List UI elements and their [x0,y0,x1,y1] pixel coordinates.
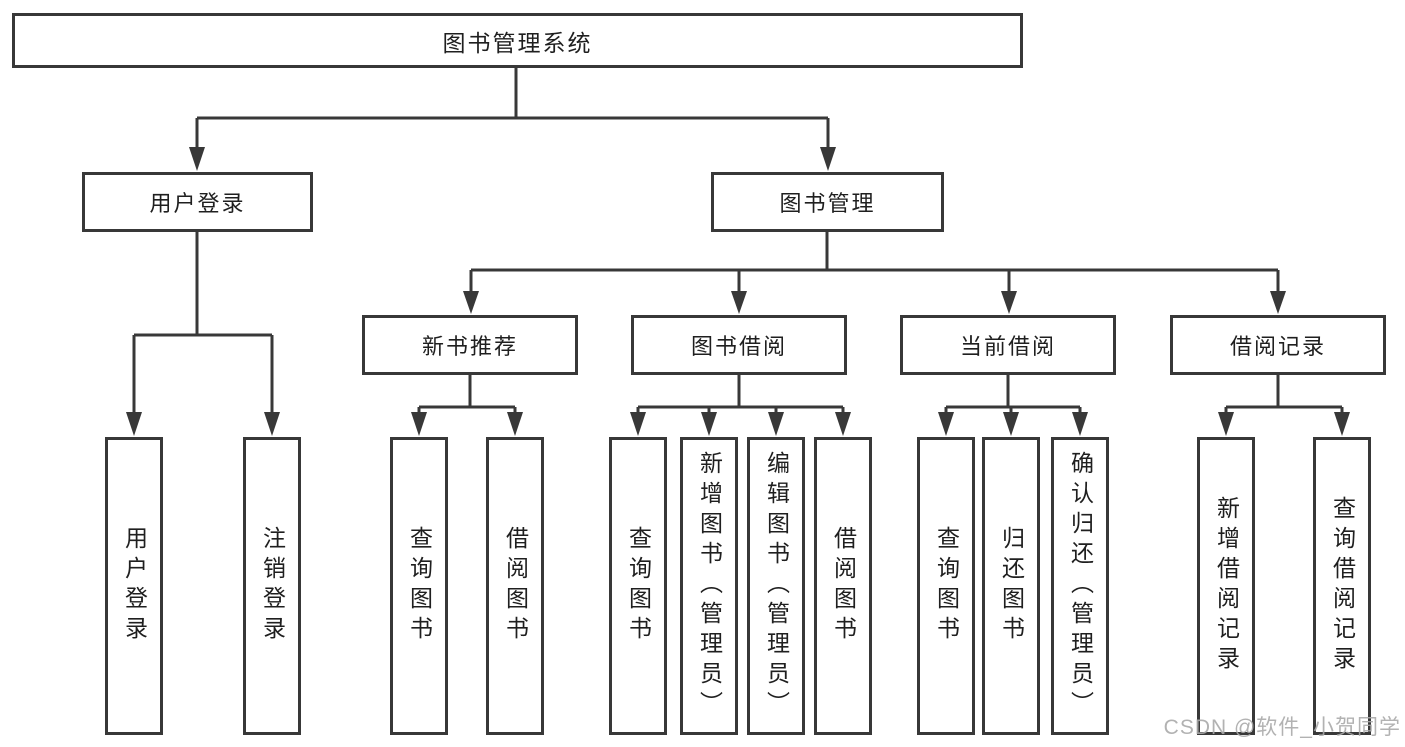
leaf-add-borrow-record: 新增借阅记录 [1197,437,1255,735]
leaf-query-books-recommend-label: 查询图书 [406,526,433,646]
leaf-query-books-borrowing-label: 查询图书 [625,526,652,646]
leaf-add-borrow-record-label: 新增借阅记录 [1213,496,1240,676]
node-current-borrowing: 当前借阅 [900,315,1116,375]
leaf-borrow-books-recommend: 借阅图书 [486,437,544,735]
leaf-return-books-label: 归还图书 [998,526,1025,646]
leaf-borrow-books-borrowing-label: 借阅图书 [830,526,857,646]
leaf-query-books-recommend: 查询图书 [390,437,448,735]
leaf-edit-book-admin-label: 编辑图书（管理员） [763,451,790,721]
node-root: 图书管理系统 [12,13,1023,68]
node-book-borrowing: 图书借阅 [631,315,847,375]
leaf-user-login: 用户登录 [105,437,163,735]
leaf-query-borrow-record: 查询借阅记录 [1313,437,1371,735]
node-book-management: 图书管理 [711,172,944,232]
leaf-borrow-books-recommend-label: 借阅图书 [502,526,529,646]
node-borrowing-records: 借阅记录 [1170,315,1386,375]
node-new-book-recommend: 新书推荐 [362,315,578,375]
leaf-query-borrow-record-label: 查询借阅记录 [1329,496,1356,676]
leaf-user-login-label: 用户登录 [121,526,148,646]
leaf-add-book-admin-label: 新增图书（管理员） [696,451,723,721]
leaf-confirm-return-admin-label: 确认归还（管理员） [1067,451,1094,721]
leaf-query-books-current: 查询图书 [917,437,975,735]
leaf-borrow-books-borrowing: 借阅图书 [814,437,872,735]
leaf-add-book-admin: 新增图书（管理员） [680,437,738,735]
leaf-return-books: 归还图书 [982,437,1040,735]
leaf-logout-label: 注销登录 [259,526,286,646]
node-user-login: 用户登录 [82,172,313,232]
leaf-edit-book-admin: 编辑图书（管理员） [747,437,805,735]
leaf-logout: 注销登录 [243,437,301,735]
leaf-query-books-current-label: 查询图书 [933,526,960,646]
leaf-confirm-return-admin: 确认归还（管理员） [1051,437,1109,735]
leaf-query-books-borrowing: 查询图书 [609,437,667,735]
